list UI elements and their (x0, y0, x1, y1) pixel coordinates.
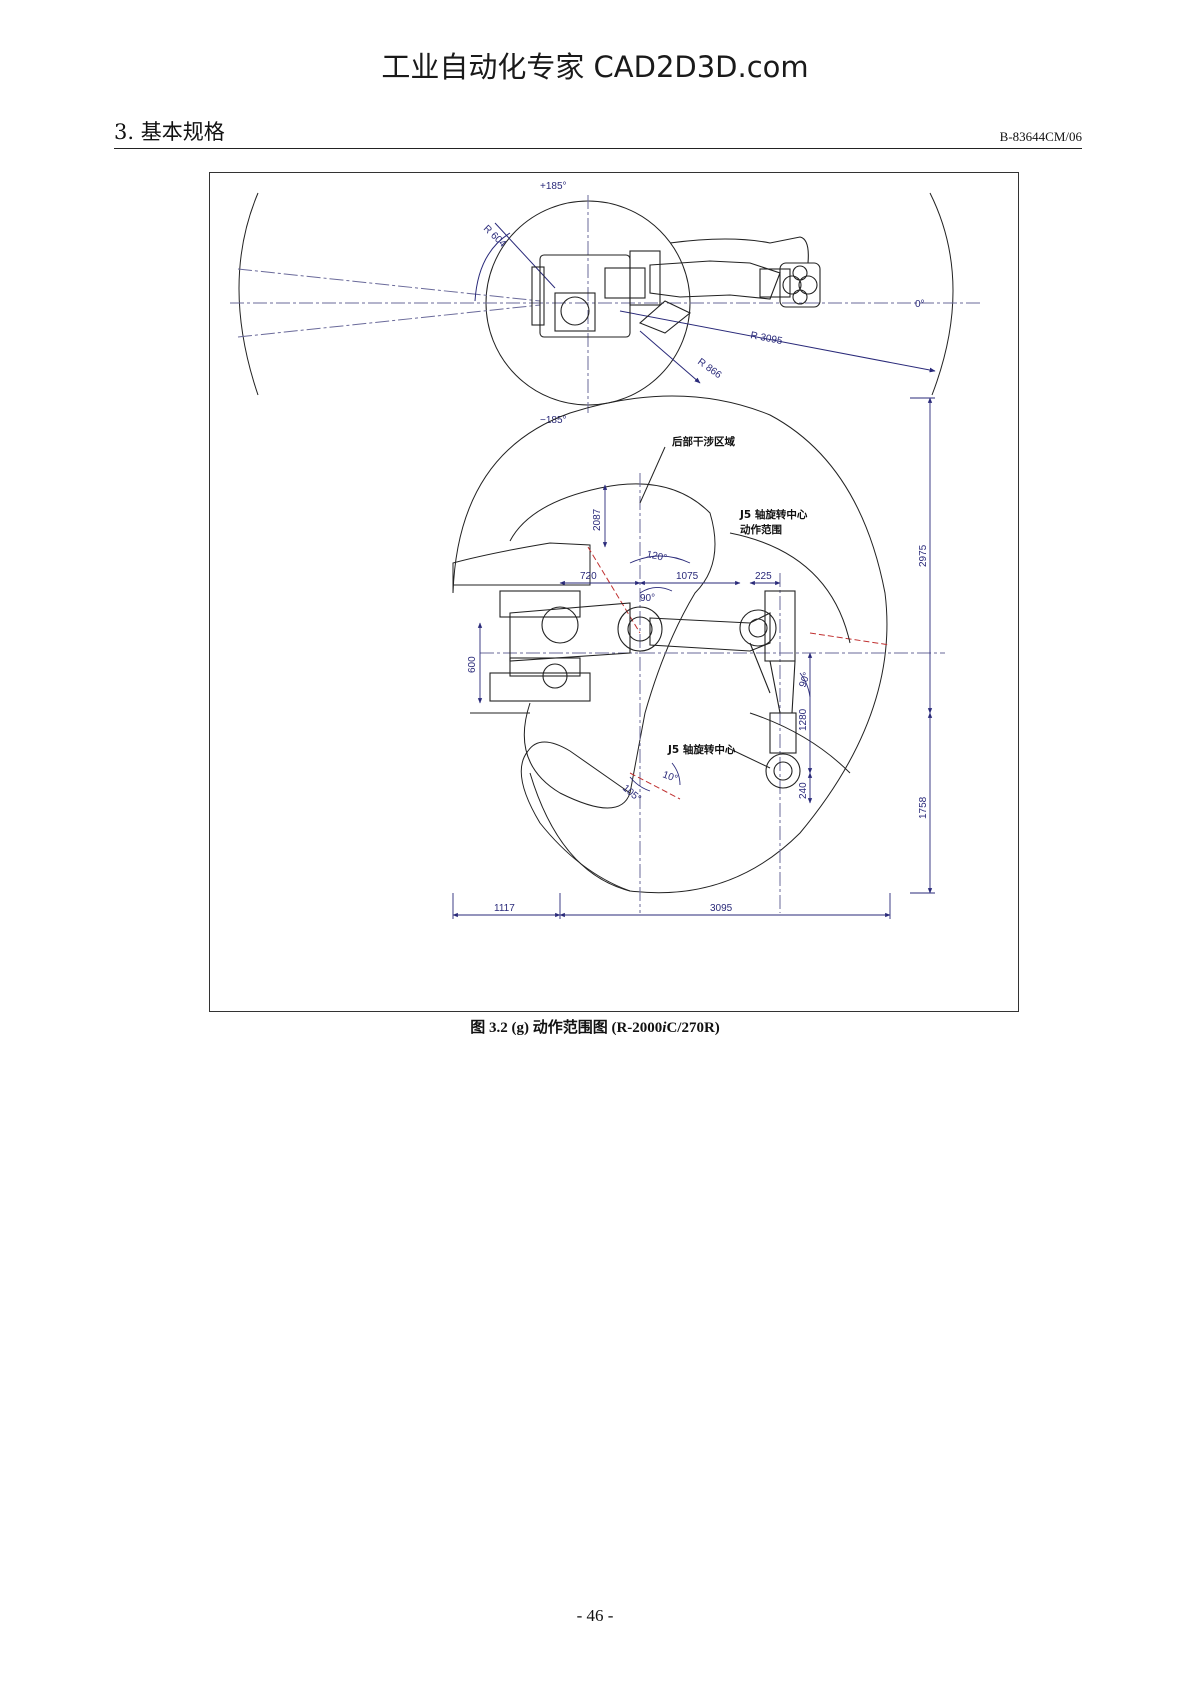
side-view-labels: 后部干涉区域 J5 轴旋转中心 动作范围 J5 轴旋转中心 2087 720 1… (467, 435, 929, 914)
page-number: - 46 - (576, 1606, 614, 1625)
dim-1758: 1758 (918, 796, 929, 819)
inner-envelope (509, 483, 716, 809)
j5-center-leader (727, 747, 771, 769)
angle-90-lower: 90° (797, 671, 813, 689)
rear-interference-cut (452, 542, 591, 593)
r604-arc (474, 232, 511, 302)
top-view: +185° −185° 0° R 604 R 866 R 3095 (230, 181, 980, 426)
dim-2975: 2975 (918, 544, 929, 567)
operating-range-figure: +185° −185° 0° R 604 R 866 R 3095 (209, 172, 1019, 1012)
lower-envelope (527, 741, 631, 794)
side-view (452, 395, 945, 919)
angle-zero: 0° (915, 299, 925, 310)
lower-left-envelope (520, 750, 631, 892)
radius-3095-label: R 3095 (749, 330, 783, 347)
angle-10: 10° (661, 769, 679, 785)
robot-top-silhouette (531, 236, 821, 338)
robot-side-silhouette (489, 590, 801, 789)
angle-120: 120° (645, 549, 668, 564)
section-title: 3. 基本规格 (114, 120, 225, 144)
dim-600: 600 (467, 656, 478, 673)
angle-minus-185: −185° (540, 415, 567, 426)
caption-suffix: C/270R) (666, 1020, 720, 1036)
ray-minus (237, 304, 541, 338)
j5-lower-arc (749, 712, 851, 774)
dim-1280: 1280 (798, 708, 809, 731)
dim-3095: 3095 (710, 903, 733, 914)
j5-range-label-line1: J5 轴旋转中心 (739, 508, 808, 521)
ray-plus (237, 268, 541, 302)
outer-motion-envelope (452, 395, 888, 894)
caption-italic: i (662, 1020, 667, 1036)
dim-1117: 1117 (494, 903, 515, 914)
outer-range-arc-left (238, 192, 259, 396)
page-header: 3. 基本规格 B-83644CM/06 (114, 120, 1082, 149)
rear-interference-label: 后部干涉区域 (672, 435, 735, 448)
r604-dimension (494, 222, 556, 289)
j5-center-label: J5 轴旋转中心 (667, 743, 736, 756)
caption-prefix: 图 3.2 (g) 动作范围图 (R-2000 (470, 1020, 663, 1036)
angle-90-upper: 90° (640, 593, 655, 604)
dimension-lines (452, 397, 935, 919)
r866-dimension (639, 330, 701, 384)
dim-1075: 1075 (676, 571, 699, 582)
radius-866-label: R 866 (695, 357, 723, 382)
figure-caption: 图 3.2 (g) 动作范围图 (R-2000iC/270R) (0, 1016, 1190, 1037)
document-code: B-83644CM/06 (999, 129, 1082, 144)
dim-720: 720 (580, 571, 597, 582)
j5-range-arc (729, 532, 851, 644)
r3095-dimension (619, 310, 936, 373)
drawing-canvas: +185° −185° 0° R 604 R 866 R 3095 (230, 181, 980, 919)
limit-line-1 (587, 546, 641, 634)
rear-interference-leader (639, 446, 666, 504)
limit-line-2 (809, 632, 891, 646)
angle-plus-185: +185° (540, 181, 567, 192)
watermark-text: 工业自动化专家 CAD2D3D.com (381, 50, 809, 84)
outer-range-arc-right (929, 192, 954, 396)
dim-240: 240 (798, 782, 809, 799)
j5-range-label-line2: 动作范围 (740, 523, 782, 536)
dim-225: 225 (755, 571, 772, 582)
limit-line-3 (629, 772, 681, 800)
dim-2087: 2087 (592, 508, 603, 531)
